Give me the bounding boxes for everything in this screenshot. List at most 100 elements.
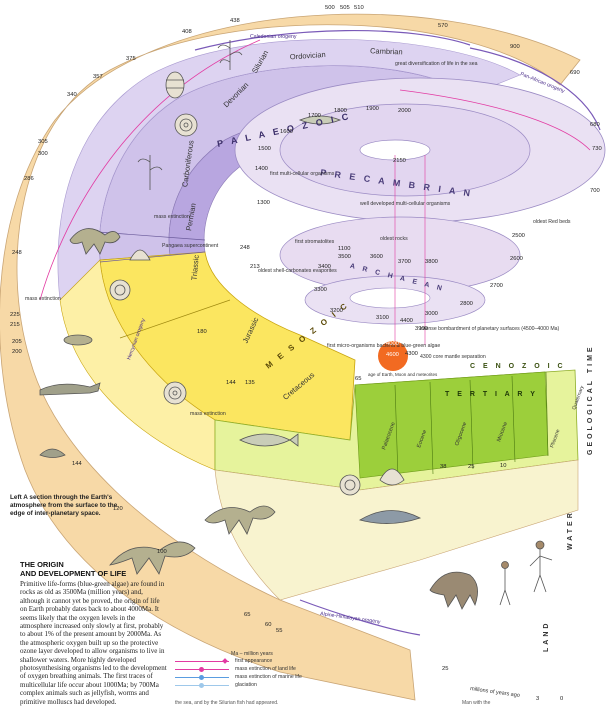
age-438: 438 [230, 18, 240, 24]
age-408: 408 [182, 29, 192, 35]
age-3900: 3900 [415, 326, 428, 332]
age-690: 690 [570, 70, 580, 76]
ammonite-icon [174, 113, 198, 137]
legend-mass-land-label: mass extinction of land life [235, 666, 296, 672]
multi-cell-label: first multi-cellular organisms [270, 171, 335, 177]
age-286: 286 [24, 176, 34, 182]
age-357: 357 [93, 74, 103, 80]
trilobite-icon [165, 71, 185, 99]
age-900: 900 [510, 44, 520, 50]
period-cambrian: Cambrian [370, 46, 403, 56]
geological-time-label: GEOLOGICAL TIME [587, 344, 594, 455]
age-200: 200 [12, 349, 22, 355]
age-3100: 3100 [376, 315, 389, 321]
oldest-rocks-label: oldest rocks [380, 236, 408, 242]
tertiary-label: T E R T I A R Y [445, 391, 538, 398]
age-500: 500 [325, 5, 335, 11]
age-510: 510 [354, 5, 364, 11]
divider-tertiary-3 [469, 379, 474, 470]
caledonian-arc [194, 29, 471, 51]
caledonian-label: Caledonian orogeny [250, 34, 297, 40]
legend-mass-marine: mass extinction of marine life [175, 674, 325, 682]
article-body: Primitive life-forms (blue-green algae) … [20, 580, 167, 706]
shells-label: oldest shell-carbonates evaporites [258, 268, 337, 274]
cenozoic-life-band [214, 459, 579, 601]
age-65b: 65 [244, 612, 250, 618]
age-60: 60 [265, 622, 271, 628]
age-25a: 25 [468, 464, 474, 470]
age-215: 215 [10, 322, 20, 328]
age-730: 730 [592, 146, 602, 152]
dinosaur-icon [69, 228, 121, 255]
bird-icon [39, 448, 66, 458]
article: THE ORIGIN AND DEVELOPMENT OF LIFE Primi… [20, 560, 168, 706]
age-65a: 65 [355, 376, 361, 382]
mammoth-icon [429, 571, 478, 610]
age-570: 570 [438, 23, 448, 29]
shell-icon [379, 468, 405, 486]
legend-title: Ma – million years [231, 651, 273, 657]
age-213: 213 [250, 264, 260, 270]
age-3700: 3700 [398, 259, 411, 265]
bottom-left-text: the sea, and by the Silurian fish had ap… [175, 700, 279, 706]
age-1900: 1900 [366, 106, 379, 112]
age-2150: 2150 [393, 158, 406, 164]
ammonite-icon [109, 279, 131, 301]
plant-icon [217, 40, 243, 70]
age-1700: 1700 [308, 113, 321, 119]
dinosaur-icon [109, 541, 196, 575]
age-earth-label: age of Earth, Moon and meteorites [368, 372, 438, 377]
axis-label: millions of years ago [470, 686, 520, 699]
article-title-1: THE ORIGIN [20, 560, 64, 569]
shell-icon [129, 249, 151, 261]
outer-band [0, 13, 581, 701]
age-1300: 1300 [257, 200, 270, 206]
dinosaur-icon [204, 505, 276, 535]
legend-glaciation: glaciation [175, 682, 325, 690]
life-band-lavender [57, 39, 521, 301]
divider-tertiary-1 [394, 384, 399, 479]
age-1600: 1600 [280, 129, 293, 135]
plant-icon [137, 155, 163, 190]
bottom-right-text: Man with the [462, 700, 491, 706]
pan-african-arc [469, 47, 601, 131]
article-title-2: AND DEVELOPMENT OF LIFE [20, 568, 127, 578]
core-mantle-label: 4300 core mantle separation [420, 354, 486, 360]
stromatolites-label: first stromatolites [295, 239, 335, 245]
age-144b: 144 [72, 461, 82, 467]
insect-icon [63, 334, 93, 346]
legend-glaciation-label: glaciation [235, 682, 257, 688]
mass-extinction-label-2: mass extinction [25, 296, 61, 302]
oldest-red-label: oldest Red beds [533, 219, 571, 225]
age-305: 305 [38, 139, 48, 145]
alpine-arc [299, 599, 421, 636]
age-1400: 1400 [255, 166, 268, 172]
divider-quaternary [545, 371, 549, 457]
age-3300: 3300 [314, 287, 327, 293]
age-2600: 2600 [510, 256, 523, 262]
water-label: WATER [567, 510, 574, 550]
age-3000: 3000 [425, 311, 438, 317]
fish-icon [239, 433, 299, 447]
legend-first-appearance-label: first appearance [235, 658, 273, 664]
age-248: 248 [12, 250, 22, 256]
age-2700: 2700 [490, 283, 503, 289]
age-505: 505 [340, 5, 350, 11]
divider-tertiary-2 [429, 381, 434, 475]
legend-mass-marine-label: mass extinction of marine life [235, 674, 302, 680]
pangaea-label: Pangaea supercontinent [162, 243, 219, 249]
well-dev-label: well developed multi-cellular organisms [360, 201, 451, 207]
land-label: LAND [543, 621, 550, 652]
reptile-icon [39, 382, 101, 396]
first-appearance-line-2 [399, 89, 591, 151]
age-3500: 3500 [338, 254, 351, 260]
age-0: 0 [560, 696, 563, 702]
ammonite-icon [339, 474, 361, 496]
first-appearance-line-1 [39, 39, 261, 301]
age-3800: 3800 [425, 259, 438, 265]
fish-icon [298, 115, 342, 125]
age-3600: 3600 [370, 254, 383, 260]
age-3200: 3200 [330, 308, 343, 314]
age-120: 120 [113, 506, 123, 512]
